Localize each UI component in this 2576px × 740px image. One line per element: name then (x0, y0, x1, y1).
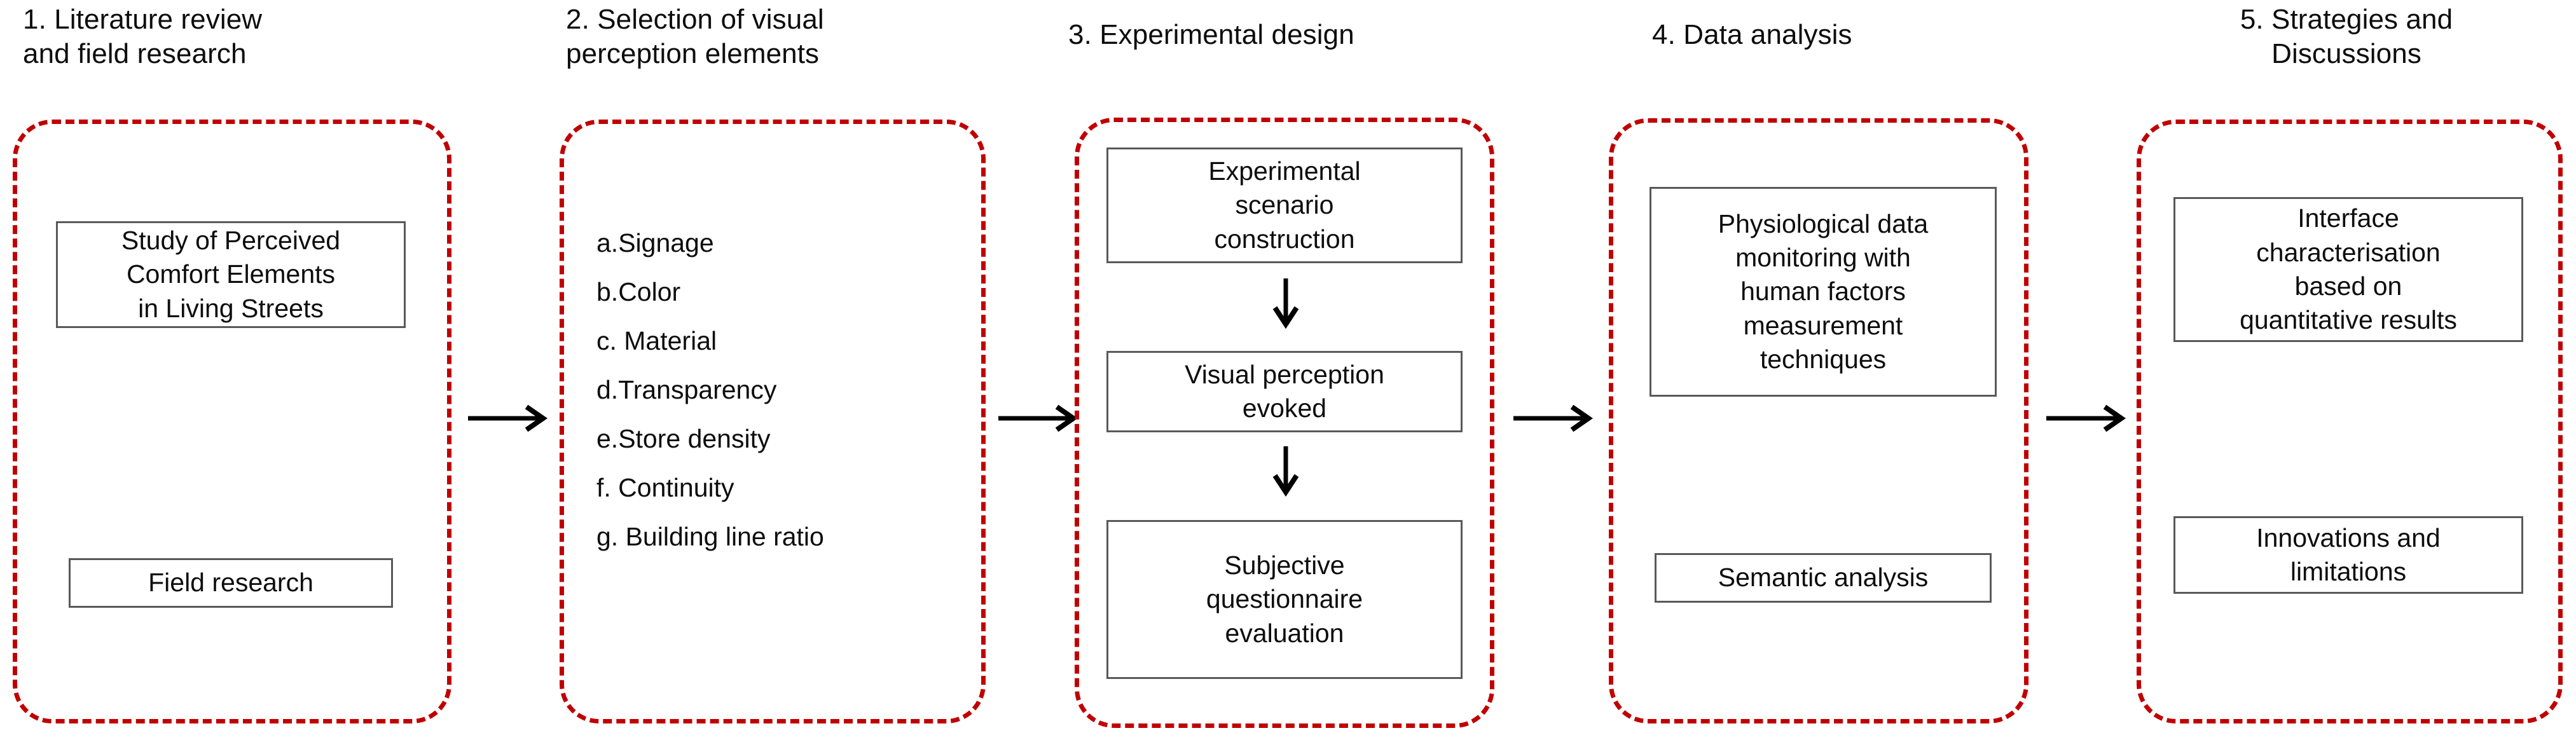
stage-5-container (2137, 120, 2563, 723)
stage-1-container (13, 120, 451, 723)
stage-4-container (1609, 118, 2028, 723)
stage-3-arrow-2 (1272, 446, 1299, 497)
stage-3-box-1: Experimental scenario construction (1106, 147, 1463, 263)
stage-3: 3. Experimental design Experimental scen… (1068, 0, 1494, 740)
stage-1: 1. Literature review and field research … (13, 0, 451, 740)
list-item: c. Material (596, 326, 717, 355)
stage-5-box-2: Innovations and limitations (2173, 516, 2523, 594)
stage-4-box-1: Physiological data monitoring with human… (1650, 187, 1997, 397)
list-item: f. Continuity (596, 473, 734, 502)
stage-3-box-2: Visual perception evoked (1106, 351, 1463, 432)
perception-elements-list: a.Signage b.Color c. Material d.Transpar… (596, 230, 824, 550)
stage-2: 2. Selection of visual perception elemen… (560, 0, 986, 740)
connector-arrow-2-to-3 (998, 404, 1078, 432)
stage-3-container (1075, 118, 1494, 728)
list-item: a.Signage (596, 228, 714, 257)
stage-4-title: 4. Data analysis (1652, 19, 1852, 50)
connector-arrow-3-to-4 (1513, 404, 1594, 432)
stage-2-container (560, 120, 986, 723)
stage-5-box-1: Interface characterisation based on quan… (2173, 197, 2523, 342)
connector-arrow-4-to-5 (2046, 404, 2126, 432)
stage-1-title: 1. Literature review and field research (23, 4, 263, 69)
stage-5: 5. Strategies and Discussions Interface … (2137, 0, 2563, 740)
stage-3-arrow-1 (1272, 278, 1299, 329)
stage-5-title: 5. Strategies and Discussions (2240, 4, 2453, 69)
connector-arrow-1-to-2 (468, 404, 548, 432)
list-item: d.Transparency (596, 375, 777, 404)
stage-1-box-2: Field research (69, 558, 393, 608)
stage-3-box-3: Subjective questionnaire evaluation (1106, 520, 1463, 679)
stage-4-box-2: Semantic analysis (1655, 553, 1992, 603)
stage-4: 4. Data analysis Physiological data moni… (1609, 0, 2028, 740)
list-item: b.Color (596, 277, 681, 306)
stage-2-title: 2. Selection of visual perception elemen… (566, 4, 824, 69)
list-item: g. Building line ratio (596, 522, 824, 551)
stage-1-box-1: Study of Perceived Comfort Elements in L… (56, 221, 406, 328)
stage-3-title: 3. Experimental design (1068, 19, 1354, 50)
list-item: e.Store density (596, 424, 771, 453)
